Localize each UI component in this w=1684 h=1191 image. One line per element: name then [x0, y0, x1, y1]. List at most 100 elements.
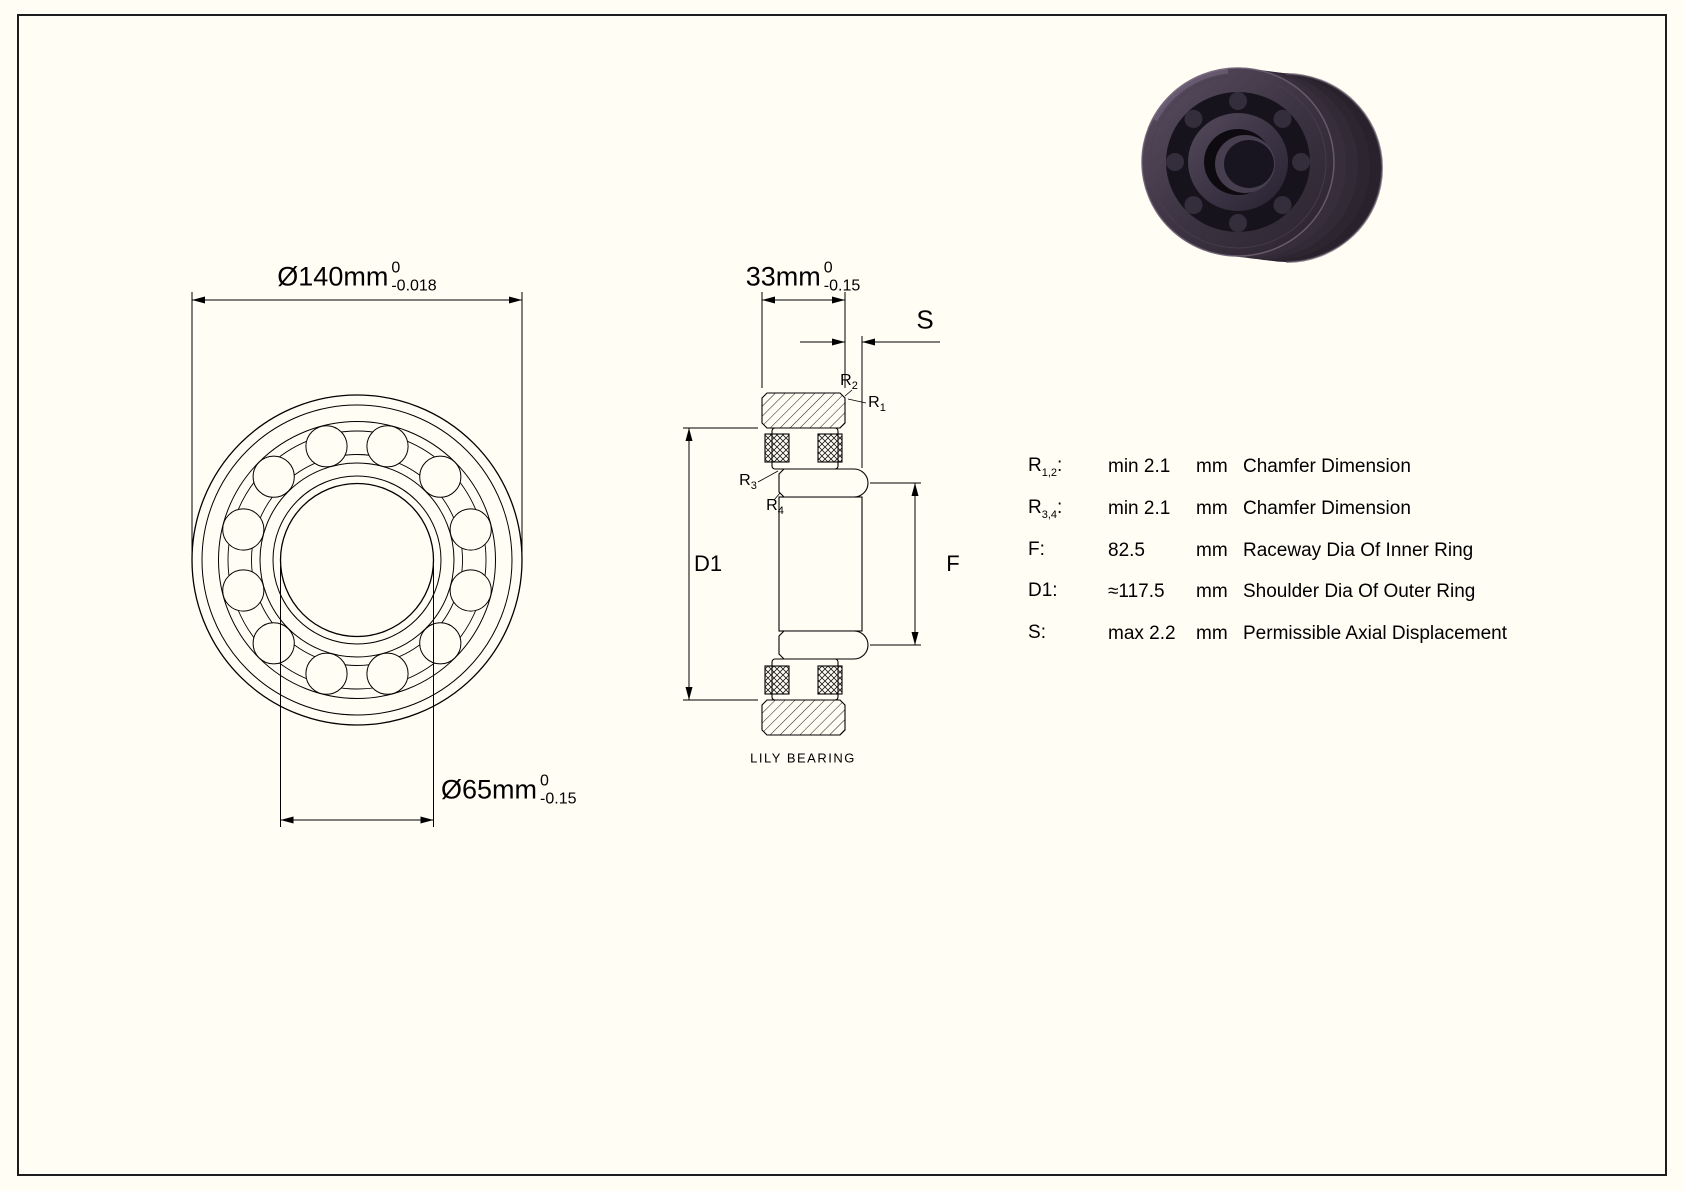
spec-value: max 2.2	[1108, 622, 1176, 644]
outer-ring-face-circle	[201, 404, 513, 716]
dimension-value: Ø140mm	[277, 261, 389, 292]
f-dimension-label: F	[946, 551, 960, 576]
r-symbol: R	[868, 393, 880, 411]
roller-circle	[252, 622, 295, 665]
roller-circle	[305, 425, 348, 468]
bore-diameter-dimension	[280, 566, 434, 827]
spec-param: F:	[1028, 538, 1045, 560]
tolerance-upper: 0	[540, 772, 549, 790]
roller-hints	[1166, 92, 1310, 232]
s-dimension-label: S	[916, 304, 934, 335]
spec-value: min 2.1	[1108, 497, 1171, 519]
roller-hint	[1229, 214, 1247, 232]
spec-value: min 2.1	[1108, 456, 1171, 478]
spec-desc: Shoulder Dia Of Outer Ring	[1243, 581, 1476, 603]
r-subscript: 4	[777, 505, 784, 518]
roller-circle	[419, 455, 462, 498]
cage-section	[817, 433, 843, 463]
dimension-value: Ø65mm	[441, 774, 538, 805]
tolerance-upper: 0	[823, 259, 833, 277]
arrowhead	[280, 816, 294, 824]
r-subscript: 3	[750, 480, 757, 493]
outer-ring-top-section	[761, 392, 846, 429]
spec-param: S:	[1028, 621, 1046, 643]
arrowhead	[762, 296, 775, 304]
bore-shadow	[1224, 140, 1274, 188]
r3-chamfer-label: R3	[739, 472, 757, 492]
spec-param: R1,2:	[1028, 455, 1063, 480]
roller-circle	[305, 652, 348, 695]
dimension-value: 33mm	[745, 261, 821, 292]
inner-ring-raceway-bottom	[778, 630, 869, 660]
bore-circle	[279, 482, 435, 638]
width-dimension	[761, 292, 846, 388]
arrowhead	[192, 296, 205, 304]
roller-circle	[366, 425, 409, 468]
inner-ring-raceway-top	[778, 468, 869, 498]
tolerance-upper: 0	[391, 259, 401, 277]
section-view	[683, 292, 940, 736]
arrowhead	[911, 632, 919, 645]
rollers	[222, 425, 492, 695]
roller-hint	[1273, 196, 1292, 215]
r2-chamfer-label: R2	[840, 372, 858, 392]
arrowhead	[420, 816, 434, 824]
spec-desc: Chamfer Dimension	[1243, 456, 1411, 478]
spec-unit: mm	[1196, 456, 1228, 478]
bore-diameter-dimension-label: Ø65mm 0 -0.15	[441, 772, 577, 807]
roller-circle	[449, 508, 492, 551]
spec-desc: Raceway Dia Of Inner Ring	[1243, 539, 1474, 561]
raceway-diameter-dimension	[870, 482, 921, 646]
roller-hint	[1273, 109, 1292, 128]
arrowhead	[685, 428, 693, 441]
cage-section	[817, 665, 843, 695]
tolerance-stack: 0 -0.15	[824, 259, 860, 294]
spec-param: R3,4:	[1028, 496, 1063, 521]
tolerance-lower: -0.018	[391, 277, 437, 294]
roller-circle	[222, 569, 265, 612]
outer-diameter-dimension-label: Ø140mm 0 -0.018	[277, 259, 436, 294]
chamfer-leaders	[757, 389, 867, 501]
cage-section	[764, 433, 790, 463]
arrowhead	[509, 296, 522, 304]
r-symbol: R	[840, 371, 852, 389]
arrowhead	[911, 483, 919, 496]
spec-desc: Chamfer Dimension	[1243, 497, 1411, 519]
spec-unit: mm	[1196, 581, 1228, 603]
tolerance-stack: 0 -0.15	[540, 772, 576, 807]
roller-circle	[366, 652, 409, 695]
inner-ring-bore-section	[778, 496, 863, 632]
spec-value: ≈117.5	[1108, 581, 1165, 603]
d1-dimension-label: D1	[693, 551, 723, 576]
spec-param: D1:	[1028, 580, 1058, 602]
roller-hint	[1292, 153, 1310, 171]
r-symbol: R	[739, 471, 751, 489]
roller-hint	[1166, 153, 1184, 171]
r-symbol: R	[766, 496, 778, 514]
roller-hint	[1229, 92, 1247, 110]
brand-label: LILY BEARING	[750, 750, 856, 766]
spec-unit: mm	[1196, 497, 1228, 519]
inner-raceway-circle	[259, 462, 455, 658]
roller-hint	[1184, 109, 1203, 128]
roller-circle	[252, 455, 295, 498]
cage-inner-circle	[251, 454, 463, 666]
r4-chamfer-label: R4	[766, 497, 784, 517]
outer-diameter-dimension	[191, 292, 523, 552]
tolerance-lower: -0.15	[540, 790, 577, 807]
r1-chamfer-label: R1	[868, 394, 886, 414]
shoulder-diameter-dimension	[683, 427, 758, 701]
tolerance-lower: -0.15	[823, 277, 861, 294]
back-rim-highlight	[1285, 73, 1383, 263]
outer-diameter-circle	[191, 394, 523, 726]
roller-circle	[449, 569, 492, 612]
front-view	[191, 292, 523, 827]
roller-circle	[419, 622, 462, 665]
arrowhead	[832, 296, 845, 304]
spec-unit: mm	[1196, 539, 1228, 561]
arrowhead	[862, 338, 875, 346]
face-sheen	[1152, 68, 1229, 122]
outer-ring-edge-highlight	[1141, 67, 1335, 257]
